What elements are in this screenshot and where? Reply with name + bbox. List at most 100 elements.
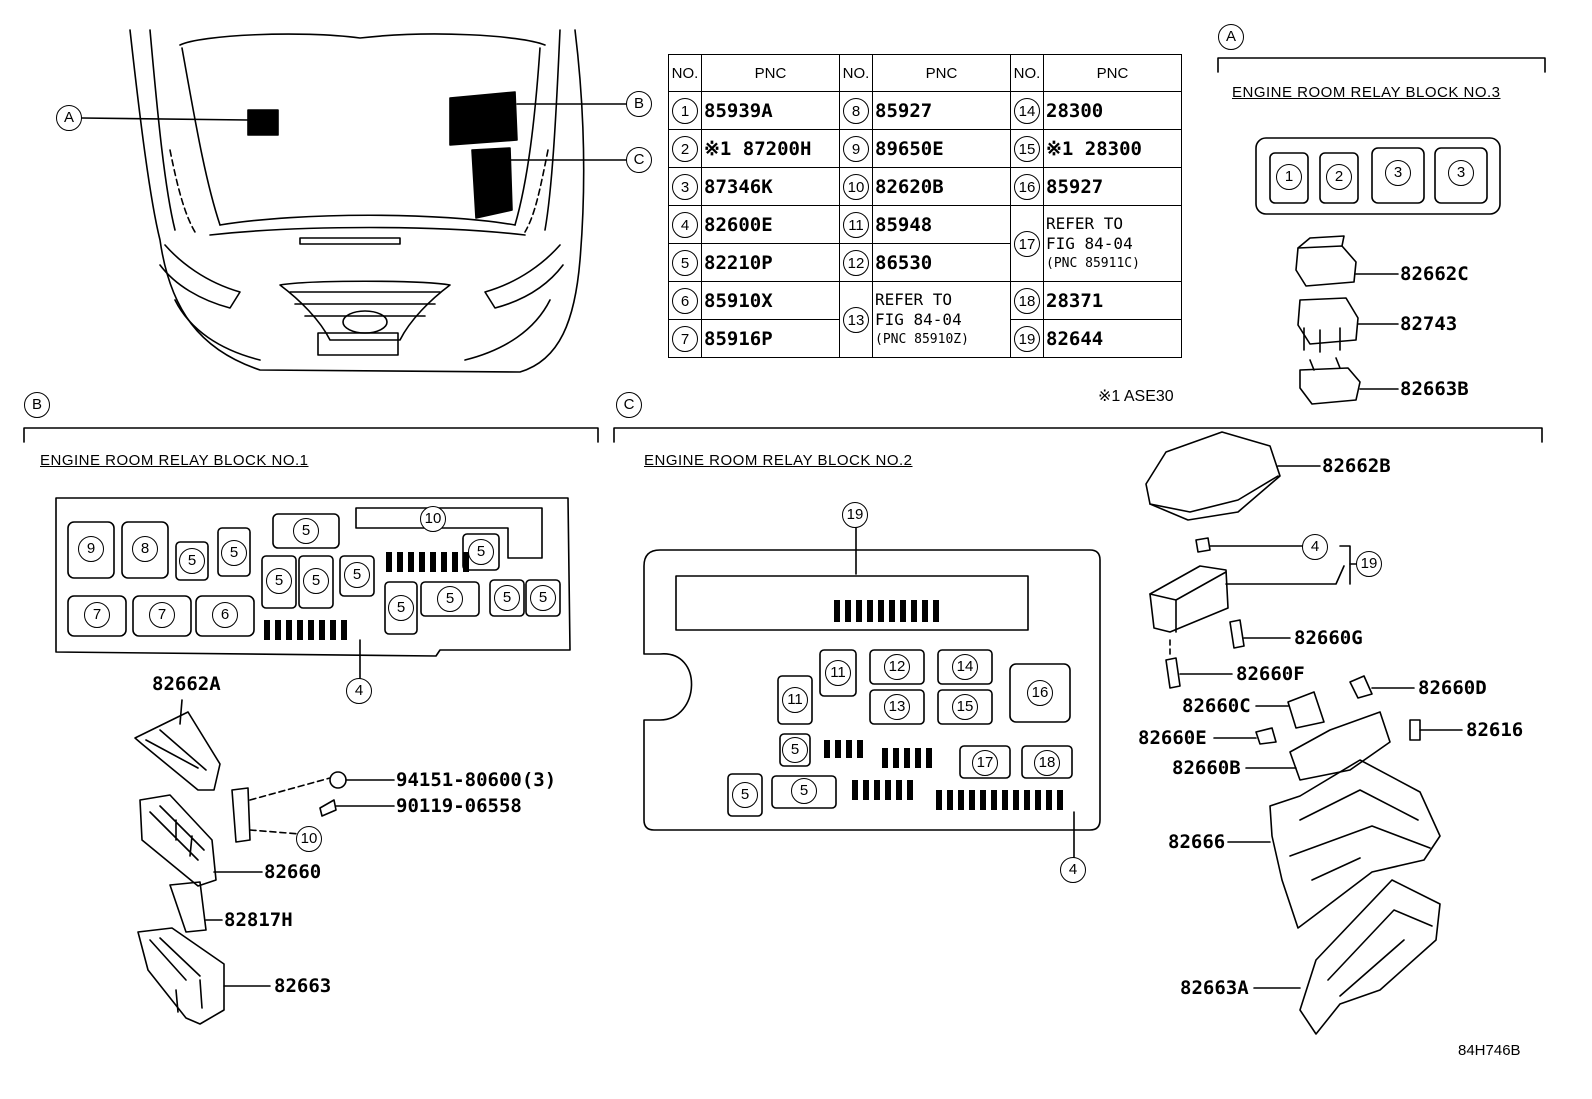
position-label: 6: [212, 602, 238, 628]
fuse-slot: [330, 620, 336, 640]
part-label: 82616: [1466, 719, 1524, 741]
fuse-slot: [1057, 790, 1063, 810]
pnc-cell: 89650E: [872, 129, 1011, 168]
item-number: 13: [843, 306, 869, 333]
section-title-block3: ENGINE ROOM RELAY BLOCK NO.3: [1232, 84, 1501, 101]
part-label: 82662B: [1322, 455, 1391, 477]
callout-b-car: B: [626, 91, 652, 117]
position-label: 2: [1326, 164, 1352, 190]
footnote: ※1 ASE30: [1098, 388, 1174, 405]
position-label: 5: [221, 540, 247, 566]
item-number: 4: [672, 211, 698, 238]
position-label: 5: [791, 778, 817, 804]
fuse-slot: [874, 780, 880, 800]
position-label: 8: [132, 536, 158, 562]
table-header-row: NO. PNC NO. PNC NO. PNC: [668, 54, 1182, 92]
fuse-slot: [857, 740, 863, 758]
part-label: 82663: [274, 975, 332, 997]
pnc-cell: ※1 87200H: [701, 129, 840, 168]
pnc-cell: 28300: [1043, 91, 1182, 130]
fuse-slot: [408, 552, 414, 572]
position-label: 5: [732, 782, 758, 808]
fuse-slot: [419, 552, 425, 572]
fuse-slot: [867, 600, 873, 622]
item-number: 18: [1014, 287, 1040, 314]
position-label: 5: [388, 595, 414, 621]
callout-c-section: C: [616, 392, 642, 418]
fuse-slot: [958, 790, 964, 810]
position-label: 12: [884, 654, 910, 680]
position-label: 3: [1448, 160, 1474, 186]
vehicle-front-illustration: [129, 29, 585, 373]
position-label: 4: [1302, 534, 1328, 560]
refer-line: FIG 84-04: [875, 309, 962, 329]
fuse-slot: [904, 748, 910, 768]
item-number: 19: [1014, 325, 1040, 352]
fuse-slot: [852, 780, 858, 800]
position-label: 19: [842, 502, 868, 528]
item-number: 9: [843, 135, 869, 162]
callout-c-car: C: [626, 147, 652, 173]
position-label: 1: [1276, 164, 1302, 190]
position-label: 5: [179, 548, 205, 574]
fuse-slot: [386, 552, 392, 572]
fuse-slot: [845, 600, 851, 622]
pnc-cell: 85948: [872, 205, 1011, 244]
refer-line: REFER TO: [1046, 213, 1124, 233]
position-label: 18: [1034, 750, 1060, 776]
position-label: 16: [1027, 680, 1053, 706]
part-label: 82660D: [1418, 677, 1487, 699]
item-number: 1: [672, 97, 698, 124]
item-number: 17: [1014, 230, 1040, 257]
position-label: 4: [346, 678, 372, 704]
part-label: 90119-06558: [396, 795, 522, 817]
position-label: 9: [78, 536, 104, 562]
fuse-slot: [275, 620, 281, 640]
position-label: 5: [266, 568, 292, 594]
pnc-cell: 28371: [1043, 281, 1182, 320]
part-label: 82663A: [1180, 977, 1249, 999]
position-label: 3: [1385, 160, 1411, 186]
part-label: 82743: [1400, 313, 1458, 335]
column-header-pnc: PNC: [1043, 54, 1182, 92]
pnc-cell: 85927: [872, 91, 1011, 130]
pnc-cell: 86530: [872, 243, 1011, 282]
fuse-slot: [915, 748, 921, 768]
fuse-slot: [834, 600, 840, 622]
fuse-slot: [900, 600, 906, 622]
column-header-no: NO.: [839, 54, 873, 92]
position-label: 5: [530, 585, 556, 611]
refer-line: (PNC 85911C): [1046, 255, 1140, 271]
part-label: 82660C: [1182, 695, 1251, 717]
position-label: 14: [952, 654, 978, 680]
position-label: 19: [1356, 551, 1382, 577]
fuse-slot: [893, 748, 899, 768]
position-label: 4: [1060, 857, 1086, 883]
refer-line: (PNC 85910Z): [875, 331, 969, 347]
part-label: 82660G: [1294, 627, 1363, 649]
fuse-slot: [1013, 790, 1019, 810]
fuse-slot: [308, 620, 314, 640]
callout-a-section: A: [1218, 24, 1244, 50]
position-label: 7: [84, 602, 110, 628]
fuse-slot: [1035, 790, 1041, 810]
item-number: 5: [672, 249, 698, 276]
column-header-pnc: PNC: [701, 54, 840, 92]
fuse-slot: [286, 620, 292, 640]
part-label: 82660B: [1172, 757, 1241, 779]
table-row: 4 82600E 11 85948 17 REFER TO FIG 84-04 …: [668, 205, 1182, 282]
fuse-patterns: [264, 552, 1063, 810]
fuse-slot: [463, 552, 469, 572]
callout-b-section: B: [24, 392, 50, 418]
position-label: 11: [825, 660, 851, 686]
position-label: 5: [437, 586, 463, 612]
fuse-slot: [947, 790, 953, 810]
pnc-cell: 85927: [1043, 167, 1182, 206]
table-row: 3 87346K 10 82620B 16 85927: [668, 167, 1182, 206]
part-label: 94151-80600(3): [396, 769, 557, 791]
part-label: 82660E: [1138, 727, 1207, 749]
position-label: 5: [303, 568, 329, 594]
position-label: 5: [468, 539, 494, 565]
fuse-slot: [922, 600, 928, 622]
table-row: 7 85916P 19 82644: [668, 319, 1182, 358]
